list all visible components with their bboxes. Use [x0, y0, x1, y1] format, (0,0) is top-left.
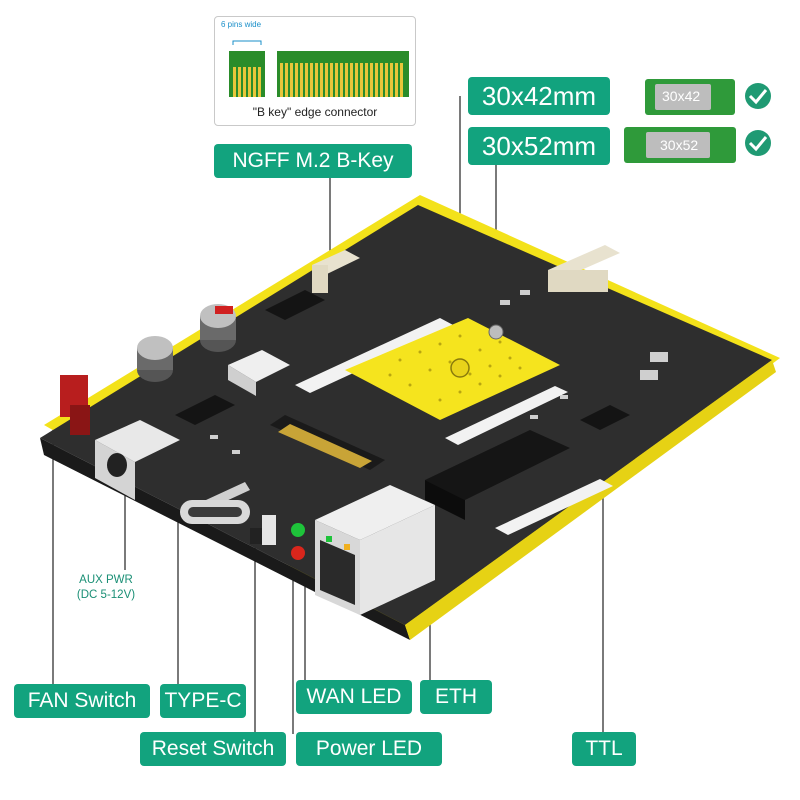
checkmark-icon [745, 83, 771, 109]
label-eth: ETH [420, 680, 492, 714]
m2-card-30x52 [624, 127, 736, 163]
inset-top-text: 6 pins wide [221, 20, 262, 29]
label-reset-switch: Reset Switch [140, 732, 286, 766]
label-30x42mm: 30x42mm [468, 77, 610, 115]
label-ttl: TTL [572, 732, 636, 766]
edge-connector-graphic [229, 40, 409, 97]
label-30x52mm: 30x52mm [468, 127, 610, 165]
card-52-text: 30x52 [660, 137, 699, 153]
label-wan-led: WAN LED [296, 680, 412, 714]
edge-connector-inset: 6 pins wide "B key" edge connector [214, 16, 416, 126]
checkmark-icon [745, 130, 771, 156]
pcb-board [40, 195, 780, 640]
card-42-text: 30x42 [662, 88, 701, 104]
inset-bottom-text: "B key" edge connector [252, 105, 378, 119]
label-type-c: TYPE-C [160, 684, 246, 718]
m2-card-30x42 [645, 79, 735, 115]
aux-pwr-label: AUX PWR (DC 5-12V) [62, 573, 150, 603]
label-power-led: Power LED [296, 732, 442, 766]
aux-pwr-line2: (DC 5-12V) [76, 589, 136, 601]
label-fan-switch: FAN Switch [14, 684, 150, 718]
aux-pwr-line1: AUX PWR [79, 574, 133, 586]
label-ngff-m2: NGFF M.2 B-Key [214, 144, 412, 178]
